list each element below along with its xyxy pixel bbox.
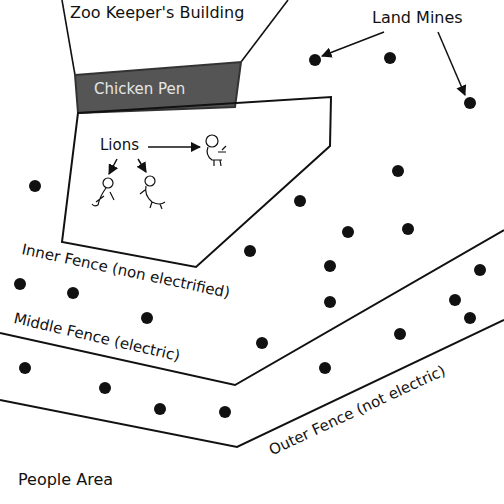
leader-arrow bbox=[438, 32, 465, 95]
land-mine-dot bbox=[141, 312, 153, 324]
area-label: People Area bbox=[18, 470, 113, 489]
land-mine-dot bbox=[67, 287, 79, 299]
lion-enclosure: Lions bbox=[60, 94, 334, 270]
land-mine-dot bbox=[384, 52, 396, 64]
land-mine-dot bbox=[99, 382, 111, 394]
leader-arrow bbox=[322, 32, 384, 56]
land-mine-dot bbox=[449, 294, 461, 306]
land-mine-dot bbox=[324, 296, 336, 308]
leader-arrow bbox=[138, 159, 146, 172]
lion-enclosure-shape bbox=[62, 97, 331, 267]
land-mine-dot bbox=[342, 226, 354, 238]
region-label: Zoo Keeper's Building bbox=[70, 3, 244, 22]
land-mine-dot bbox=[309, 54, 321, 66]
land-mine-dot bbox=[19, 362, 31, 374]
fence-label: Inner Fence (non electrified) bbox=[20, 240, 231, 302]
lion-figure bbox=[92, 178, 114, 206]
land-mine-dot bbox=[394, 328, 406, 340]
land-mine-dot bbox=[402, 223, 414, 235]
land-mine-dot bbox=[319, 362, 331, 374]
land-mine-dot bbox=[154, 403, 166, 415]
chicken-pen-shape bbox=[75, 62, 241, 113]
land-mine-dot bbox=[219, 406, 231, 418]
land-mine-dot bbox=[294, 195, 306, 207]
middle-fence-line bbox=[0, 230, 504, 385]
land-mine-dot bbox=[474, 264, 486, 276]
land-mine-dot bbox=[464, 97, 476, 109]
region-label: Lions bbox=[100, 136, 139, 154]
land-mine-dot bbox=[244, 245, 256, 257]
leader-arrow bbox=[148, 146, 200, 148]
land-mine-dot bbox=[29, 180, 41, 192]
map-label: Land Mines bbox=[372, 8, 463, 27]
fence-label: Outer Fence (not electric) bbox=[266, 361, 448, 459]
land-mine-dot bbox=[392, 165, 404, 177]
wall-line bbox=[241, 0, 288, 62]
land-mine-dot bbox=[14, 278, 26, 290]
land-mine-dot bbox=[256, 337, 268, 349]
land-mine-dot bbox=[324, 260, 336, 272]
fence-label: Middle Fence (electric) bbox=[12, 309, 182, 365]
leader-arrow bbox=[109, 159, 117, 174]
lion-figure bbox=[206, 135, 226, 166]
lion-figure bbox=[140, 176, 165, 209]
land-mine-dot bbox=[464, 312, 476, 324]
lion-enclosure-outline bbox=[60, 94, 334, 270]
region-label: Chicken Pen bbox=[94, 80, 185, 98]
